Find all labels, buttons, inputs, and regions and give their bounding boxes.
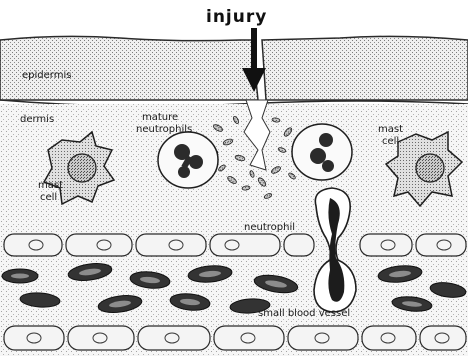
mature-neutrophils-label-line2: neutrophils [136, 124, 192, 135]
mast-cell-right-label-line1: mast [378, 124, 403, 135]
mast-cell-left-label-line2: cell [40, 192, 57, 203]
mature-neutrophil-right [292, 124, 352, 180]
small-blood-vessel-label: small blood vessel [258, 308, 350, 319]
mast-cell-left-label-line1: mast [38, 180, 63, 191]
mature-neutrophil-left [158, 132, 218, 188]
dermis-label: dermis [20, 114, 54, 125]
vessel-wall-upper [0, 232, 468, 258]
neutrophil-label: neutrophil [244, 222, 295, 233]
vessel-wall-lower [0, 322, 468, 356]
epidermis-label: epidermis [22, 70, 71, 81]
mast-cell-right-label-line2: cell [382, 136, 399, 147]
injury-label: injury [206, 7, 267, 27]
mature-neutrophils-label-line1: mature [142, 112, 178, 123]
